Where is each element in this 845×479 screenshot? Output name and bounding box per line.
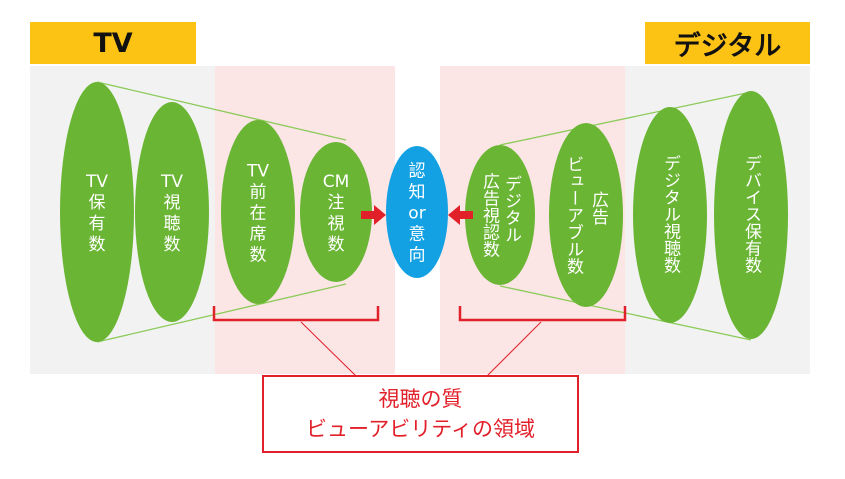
viewability-caption-box: 視聴の質 ビューアビリティの領域 xyxy=(262,375,579,453)
tv-ownership-label: TV 保 有 数 xyxy=(85,172,109,255)
tv-presence-ellipse xyxy=(221,120,295,304)
tv-presence-label: TV 前 在 席 数 xyxy=(246,161,270,266)
cm-attention-label: CM 注 視 数 xyxy=(322,172,350,255)
awareness-intent-ellipse xyxy=(386,146,448,278)
tv-ownership-ellipse xyxy=(60,82,134,342)
tv-viewing-label: TV 視 聴 数 xyxy=(160,172,184,255)
awareness-intent-label: 認 知 or 意 向 xyxy=(408,161,426,266)
tv-funnel-top-line xyxy=(96,81,347,141)
tv-header: TV xyxy=(30,22,196,64)
digital-ad-seen-label-col1: デジタル xyxy=(501,175,521,243)
cm-attention-ellipse xyxy=(300,142,372,282)
caption-line-2: ビューアビリティの領域 xyxy=(306,417,535,441)
ad-viewable-ellipse xyxy=(549,123,623,307)
digital-header-label: デジタル xyxy=(673,30,782,62)
digital-header: デジタル xyxy=(645,22,810,64)
digital-bracket xyxy=(458,306,627,322)
ad-viewable-label-col2: ビューアブル数 xyxy=(563,155,583,275)
tv-header-label: TV xyxy=(93,27,133,59)
tv-funnel-bottom-line xyxy=(96,283,347,343)
digital-viewing-label: デジタル視聴数 xyxy=(660,154,680,274)
digital-viewing-ellipse xyxy=(633,107,707,323)
device-ownership-label: デバイス保有数 xyxy=(741,154,761,274)
tv-viewing-ellipse xyxy=(135,102,209,322)
digital-ad-seen-label-col2: 広告視認数 xyxy=(479,172,499,258)
device-ownership-ellipse xyxy=(714,91,788,339)
tv-bracket xyxy=(212,306,380,322)
caption-line-1: 視聴の質 xyxy=(378,387,463,411)
tv-connector-line xyxy=(300,321,357,377)
ad-viewable-label-col1: 広告 xyxy=(588,191,608,225)
digital-connector-line xyxy=(486,321,542,377)
tv-arrow-icon xyxy=(361,205,386,225)
digital-funnel-top-line xyxy=(499,91,752,146)
digital-ad-seen-ellipse xyxy=(465,145,535,285)
digital-arrow-icon xyxy=(448,205,473,225)
